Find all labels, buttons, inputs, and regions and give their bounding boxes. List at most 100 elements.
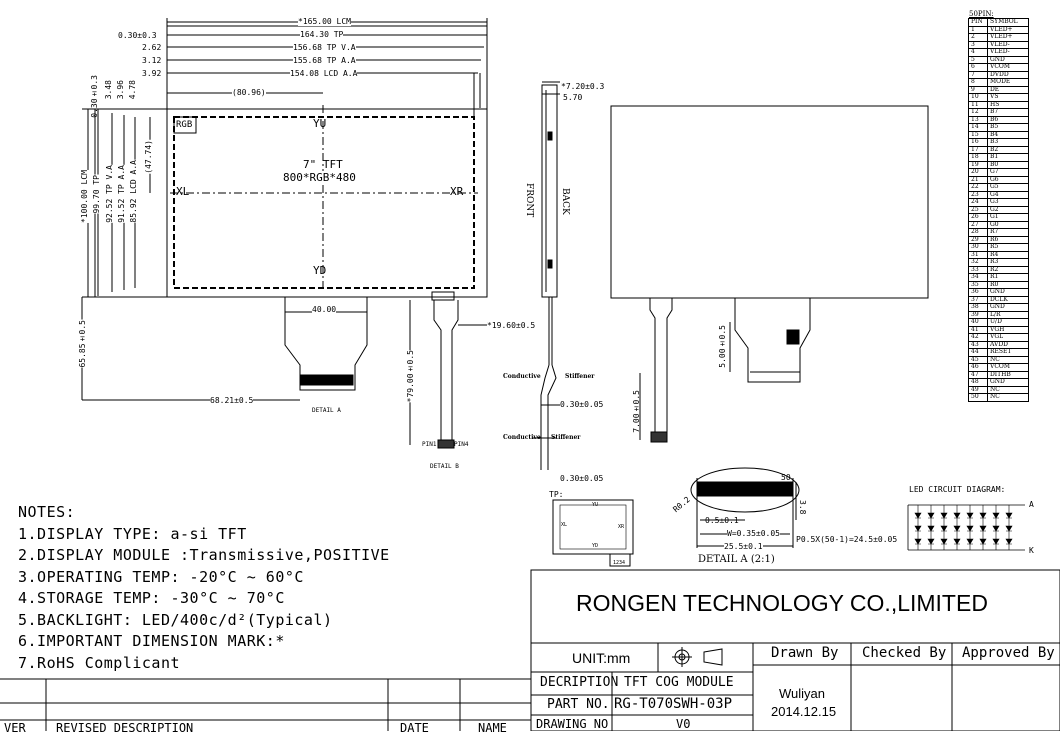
pin-symbol: R5 xyxy=(987,243,1029,252)
yu-label: YU xyxy=(313,117,327,130)
pin-symbol: VGL xyxy=(987,333,1029,342)
led-diode-icon xyxy=(966,512,974,519)
led-diodes xyxy=(914,505,1013,550)
pin-table-title: 50PIN: xyxy=(969,10,994,18)
fpc-connector xyxy=(300,374,354,386)
led-diode-icon xyxy=(914,512,922,519)
pin-number: 44 xyxy=(968,348,988,357)
tp-tail-connector xyxy=(431,291,455,301)
panel-size: 7" TFT xyxy=(303,158,343,171)
note-line: 5.BACKLIGHT: LED/400c/d²(Typical) xyxy=(18,610,333,629)
rev-name: NAME xyxy=(478,721,507,735)
tp-xr: XR xyxy=(618,524,625,530)
pin-number: 6 xyxy=(968,63,988,72)
pin-number: 42 xyxy=(968,333,988,342)
dim-6821: 68.21±0.5 xyxy=(210,396,254,405)
led-diode-icon xyxy=(940,512,948,519)
pin-number: 18 xyxy=(968,153,988,162)
xr-label: XR xyxy=(450,185,464,198)
dim-312: 3.12 xyxy=(142,56,162,65)
dim-lcm-width: *165.00 LCM xyxy=(298,17,351,26)
dim-tp-aa: 155.68 TP A.A xyxy=(293,56,356,65)
pin-symbol: U/D xyxy=(987,318,1029,327)
led-diode-icon xyxy=(940,525,948,532)
rev-ver: VER xyxy=(4,721,26,735)
led-diode-icon xyxy=(979,525,987,532)
dim-w: W=0.35±0.05 xyxy=(727,529,780,538)
detail-a-ellipse xyxy=(690,467,800,513)
front-label: FRONT xyxy=(524,183,534,218)
yd-label: YD xyxy=(313,264,327,277)
pin-number: 10 xyxy=(968,93,988,102)
pin-number: 28 xyxy=(968,228,988,237)
pin-symbol: B1 xyxy=(987,153,1029,162)
pin-number: 12 xyxy=(968,108,988,117)
pin-number: 20 xyxy=(968,168,988,177)
pin-number: 36 xyxy=(968,288,988,297)
panel-resolution: 800*RGB*480 xyxy=(283,171,356,184)
pin-header-cell: PIN xyxy=(968,18,988,27)
pin-symbol: B5 xyxy=(987,123,1029,132)
dim-left-478: 4.78 xyxy=(128,80,137,100)
pin-symbol: VLED+ xyxy=(987,33,1029,42)
pin-symbol: G5 xyxy=(987,183,1029,192)
led-diode-icon xyxy=(914,538,922,545)
pin-symbol: NC xyxy=(987,393,1029,402)
back-label: BACK xyxy=(560,188,570,215)
pin-symbol: VCOM xyxy=(987,63,1029,72)
dim-570: 5.70 xyxy=(563,93,583,102)
pin-number: 22 xyxy=(968,183,988,192)
pin1-label: PIN1 xyxy=(422,441,437,448)
pin-symbol: GND xyxy=(987,378,1029,387)
rgb-box xyxy=(173,116,197,134)
description-value: TFT COG MODULE xyxy=(624,675,734,690)
dim-tp-height: 99.70 TP xyxy=(92,175,101,214)
pin-50-label: 50 xyxy=(781,473,791,482)
pin-symbol: R3 xyxy=(987,258,1029,267)
approved-by-label: Approved By xyxy=(962,645,1055,661)
dim-700: 7.00±0.5 xyxy=(632,390,641,433)
pin-number: 8 xyxy=(968,78,988,87)
dim-7900: *79.00±0.5 xyxy=(406,350,415,403)
pin-symbol: VLED- xyxy=(987,48,1029,57)
pin-number: 34 xyxy=(968,273,988,282)
pin-number: 50 xyxy=(968,393,988,402)
pin-number: 38 xyxy=(968,303,988,312)
stiffener-label-1: Stiffener xyxy=(565,373,595,380)
led-diode-icon xyxy=(927,512,935,519)
led-diode-icon xyxy=(992,512,1000,519)
drawn-by-label: Drawn By xyxy=(771,645,839,661)
detail-a-caption: DETAIL A (2:1) xyxy=(698,554,775,565)
tp-pins: 1234 xyxy=(613,560,626,566)
led-diode-icon xyxy=(992,538,1000,545)
detail-b-marker: DETAIL B xyxy=(430,463,459,470)
pin-symbol: RESET xyxy=(987,348,1029,357)
dim-05: 0.5±0.1 xyxy=(705,516,739,525)
led-diode-icon xyxy=(914,525,922,532)
dim-tp-va: 156.68 TP V.A xyxy=(293,43,356,52)
tp-xl: XL xyxy=(561,522,568,528)
conductive-label-1: Conductive xyxy=(503,373,541,380)
led-anode: A xyxy=(1029,500,1034,509)
tp-outline xyxy=(166,25,488,298)
drawing-no-value: V0 xyxy=(676,717,691,731)
pin-number: 16 xyxy=(968,138,988,147)
led-diode-icon xyxy=(979,538,987,545)
rgb-label: RGB xyxy=(176,120,193,130)
pin-number: 30 xyxy=(968,243,988,252)
dim-4774: (47.74) xyxy=(144,140,153,174)
pin-symbol: R7 xyxy=(987,228,1029,237)
pin-number: 48 xyxy=(968,378,988,387)
led-title: LED CIRCUIT DIAGRAM: xyxy=(909,485,1006,494)
drawer-name: Wuliyan xyxy=(779,686,826,701)
